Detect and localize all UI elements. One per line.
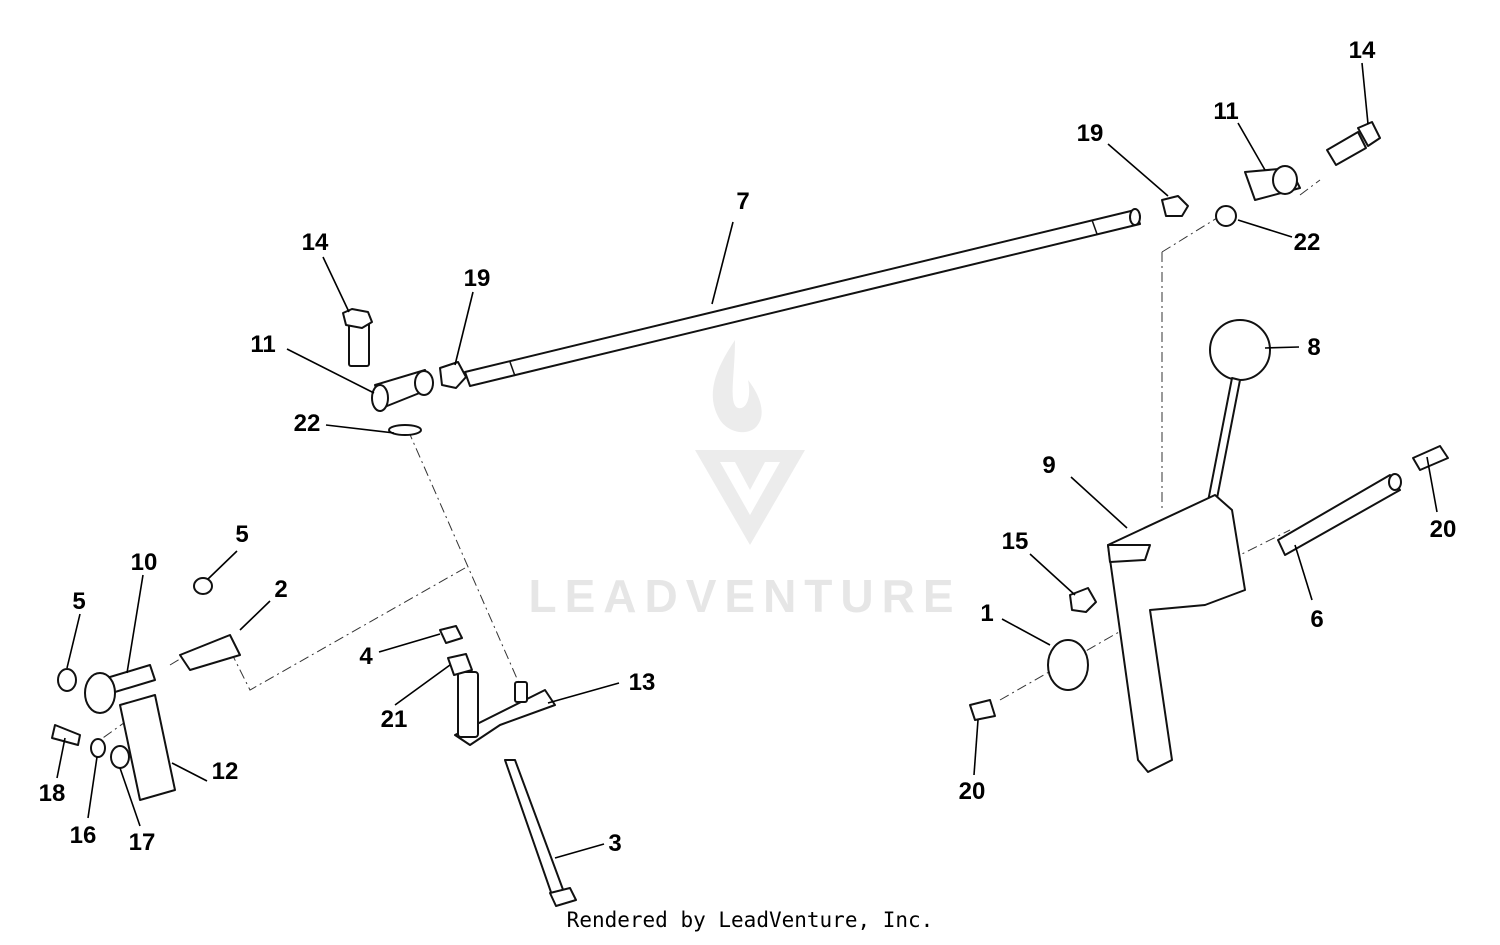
callout-13: 13 [629, 669, 656, 696]
lever-assembly [969, 319, 1449, 773]
callout-22-left: 22 [294, 410, 321, 437]
watermark-logo [695, 340, 805, 545]
callout-21: 21 [381, 706, 408, 733]
watermark-text: LEADVENTURE [528, 570, 961, 622]
callout-2: 2 [274, 576, 287, 603]
callout-22-top: 22 [1294, 229, 1321, 256]
callout-5-upper: 5 [235, 521, 248, 548]
callout-11-top: 11 [1213, 98, 1238, 125]
right-rod-end-assembly [1161, 121, 1381, 227]
callout-19-top: 19 [1077, 120, 1104, 147]
callout-18: 18 [39, 780, 66, 807]
callout-leaders [56, 62, 1438, 859]
callout-14-top: 14 [1349, 37, 1376, 64]
left-rod-end-assembly [342, 308, 467, 436]
long-control-rod [464, 208, 1141, 387]
callout-labels: 14 11 19 22 7 14 19 11 22 8 9 15 20 1 6 … [39, 37, 1457, 857]
callout-17: 17 [129, 829, 156, 856]
callout-12: 12 [212, 758, 239, 785]
rendered-by-footer: Rendered by LeadVenture, Inc. [566, 908, 934, 932]
callout-1: 1 [980, 600, 993, 627]
callout-19-left: 19 [464, 265, 491, 292]
callout-15: 15 [1002, 528, 1029, 555]
callout-10: 10 [131, 549, 158, 576]
callout-11-left: 11 [250, 331, 275, 358]
callout-4: 4 [359, 643, 373, 670]
callout-14-left: 14 [302, 229, 329, 256]
callout-7: 7 [736, 188, 749, 215]
callout-16: 16 [70, 822, 97, 849]
callout-20-right: 20 [1430, 516, 1457, 543]
callout-6: 6 [1310, 606, 1323, 633]
callout-9: 9 [1042, 452, 1055, 479]
left-linkage-assembly [51, 577, 241, 801]
callout-20-bottom: 20 [959, 778, 986, 805]
callout-8: 8 [1307, 334, 1320, 361]
callout-5-lower: 5 [72, 588, 85, 615]
center-pivot-assembly [439, 625, 577, 907]
callout-3: 3 [608, 830, 621, 857]
